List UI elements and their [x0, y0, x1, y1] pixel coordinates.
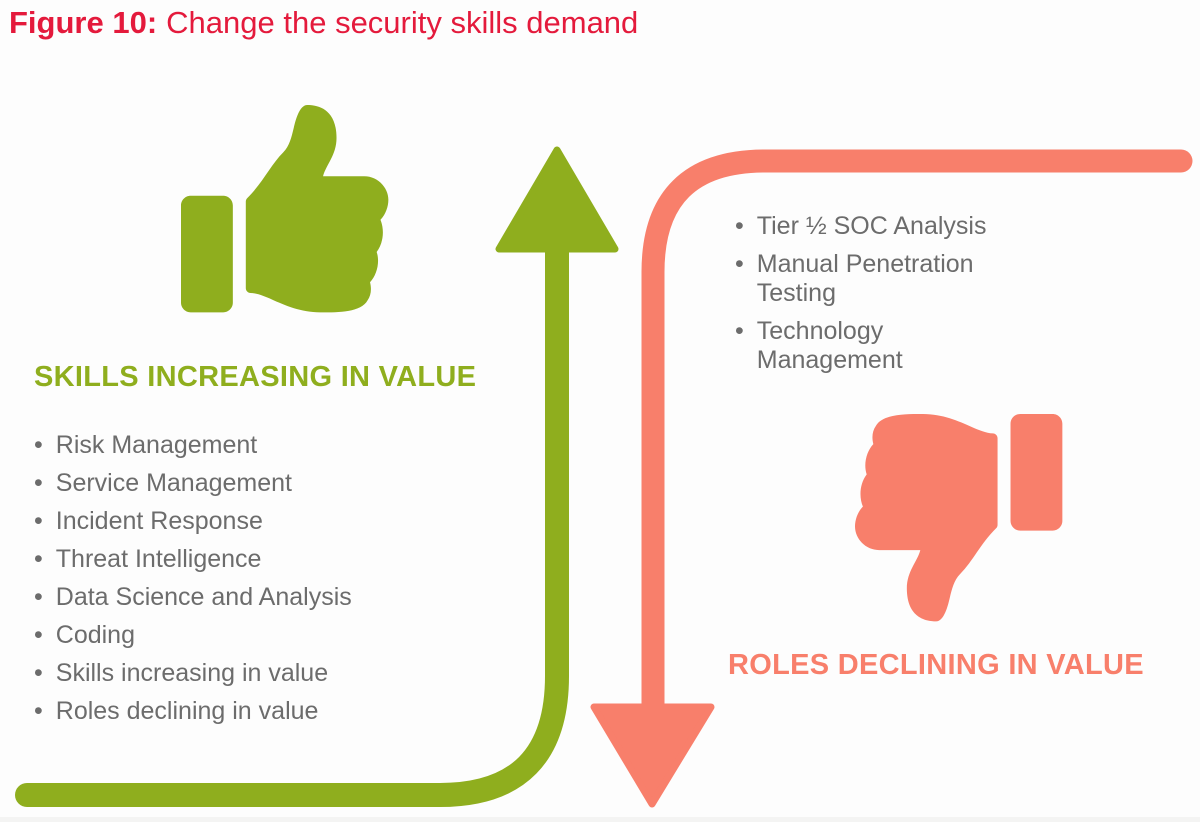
list-item-label: Service Management: [55, 469, 292, 497]
figure-title: Figure 10:Change the security skills dem…: [9, 5, 638, 41]
list-item: • Skills increasing in value: [34, 659, 352, 688]
list-item: • Technology Management: [735, 317, 987, 375]
list-item-label: Threat Intelligence: [55, 545, 262, 573]
skills-increasing-heading: SKILLS INCREASING IN VALUE: [34, 361, 477, 393]
bullet-icon: •: [34, 583, 43, 611]
roles-down-arrow-head: [590, 703, 715, 808]
thumbs-down-icon: [855, 414, 1063, 622]
skills-up-arrow-shaft: [15, 240, 569, 807]
list-item: • Incident Response: [34, 507, 352, 536]
figure-number: Figure 10:: [9, 5, 158, 40]
bullet-icon: •: [735, 250, 744, 278]
list-item-label: Data Science and Analysis: [55, 583, 352, 611]
bullet-icon: •: [34, 545, 43, 573]
list-item: • Threat Intelligence: [34, 545, 352, 574]
list-item: • Risk Management: [34, 431, 352, 460]
bullet-icon: •: [735, 212, 744, 240]
list-item: • Roles declining in value: [34, 697, 352, 726]
bullet-icon: •: [34, 659, 43, 687]
bullet-icon: •: [34, 507, 43, 535]
list-item-label: Risk Management: [55, 431, 258, 459]
list-item: • Manual Penetration Testing: [735, 250, 987, 308]
figure-caption: Change the security skills demand: [166, 5, 639, 40]
list-item-label: Technology Management: [756, 317, 903, 374]
roles-declining-list: • Tier ½ SOC Analysis • Manual Penetration…: [735, 212, 987, 384]
bullet-icon: •: [34, 621, 43, 649]
roles-declining-heading: ROLES DECLINING IN VALUE: [728, 649, 1144, 681]
list-item-label: Manual Penetration Testing: [756, 250, 974, 307]
bullet-icon: •: [34, 431, 43, 459]
list-item-label: Tier ½ SOC Analysis: [756, 212, 987, 240]
list-item: • Tier ½ SOC Analysis: [735, 212, 987, 241]
thumbs-up-icon: [181, 105, 389, 313]
skills-increasing-list: • Risk Management • Service Management • In…: [34, 431, 352, 735]
bullet-icon: •: [34, 697, 43, 725]
bullet-icon: •: [34, 469, 43, 497]
list-item-label: Incident Response: [55, 507, 263, 535]
roles-down-arrow-shaft: [641, 149, 1193, 722]
list-item-label: Skills increasing in value: [55, 659, 329, 687]
list-item: • Coding: [34, 621, 352, 650]
list-item-label: Roles declining in value: [55, 697, 319, 725]
bullet-icon: •: [735, 317, 744, 345]
list-item: • Service Management: [34, 469, 352, 498]
bottom-edge-strip: [0, 817, 1200, 822]
list-item-label: Coding: [55, 621, 135, 649]
skills-up-arrow-head: [495, 146, 619, 253]
list-item: • Data Science and Analysis: [34, 583, 352, 612]
